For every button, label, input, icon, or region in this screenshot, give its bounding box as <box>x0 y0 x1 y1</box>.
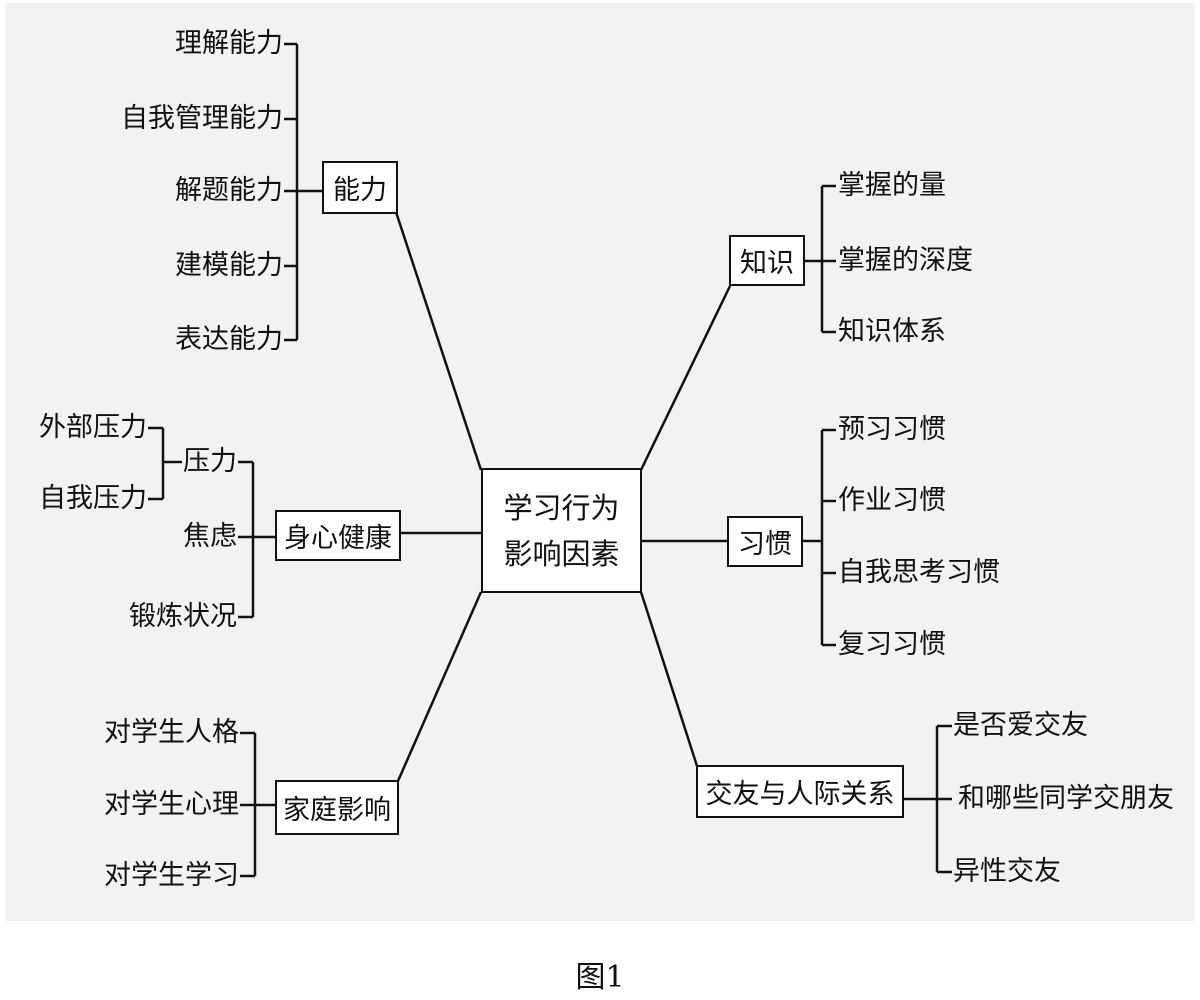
knowledge-item: 掌握的量 <box>838 170 946 201</box>
habit-item: 复习习惯 <box>838 629 946 660</box>
diagram-panel <box>5 3 1195 921</box>
branch-knowledge: 知识 <box>729 235 805 286</box>
social-item: 和哪些同学交朋友 <box>958 783 1174 814</box>
family-item: 对学生心理 <box>104 789 239 820</box>
ability-item: 表达能力 <box>175 324 283 355</box>
health-item: 焦虑 <box>183 521 237 552</box>
ability-item: 建模能力 <box>175 250 283 281</box>
edge-social <box>639 591 699 767</box>
knowledge-item: 掌握的深度 <box>838 245 973 276</box>
stress-item: 自我压力 <box>39 483 147 514</box>
social-item: 异性交友 <box>953 856 1061 887</box>
center-node: 学习行为 影响因素 <box>481 468 642 593</box>
knowledge-item: 知识体系 <box>838 316 946 347</box>
branch-ability: 能力 <box>322 161 398 214</box>
edge-family <box>396 591 483 782</box>
ability-item: 理解能力 <box>175 28 283 59</box>
social-item: 是否爱交友 <box>953 710 1088 741</box>
center-line-1: 学习行为 <box>503 490 620 525</box>
health-item: 锻炼状况 <box>129 601 237 632</box>
habit-item: 自我思考习惯 <box>838 557 1000 588</box>
branch-habit: 习惯 <box>727 516 803 567</box>
family-item: 对学生学习 <box>104 860 239 891</box>
stress-item: 外部压力 <box>39 412 147 443</box>
stress-label: 压力 <box>183 446 237 477</box>
habit-item: 预习习惯 <box>838 414 946 445</box>
ability-item: 自我管理能力 <box>121 103 283 134</box>
branch-health: 身心健康 <box>275 510 401 561</box>
branch-family: 家庭影响 <box>275 780 399 835</box>
figure-caption: 图1 <box>575 960 625 995</box>
branch-social: 交友与人际关系 <box>696 765 904 818</box>
edge-knowledge <box>639 285 732 471</box>
center-line-2: 影响因素 <box>503 536 620 571</box>
ability-item: 解题能力 <box>175 175 283 206</box>
family-item: 对学生人格 <box>104 717 239 748</box>
edge-ability <box>394 211 483 471</box>
habit-item: 作业习惯 <box>838 485 946 516</box>
